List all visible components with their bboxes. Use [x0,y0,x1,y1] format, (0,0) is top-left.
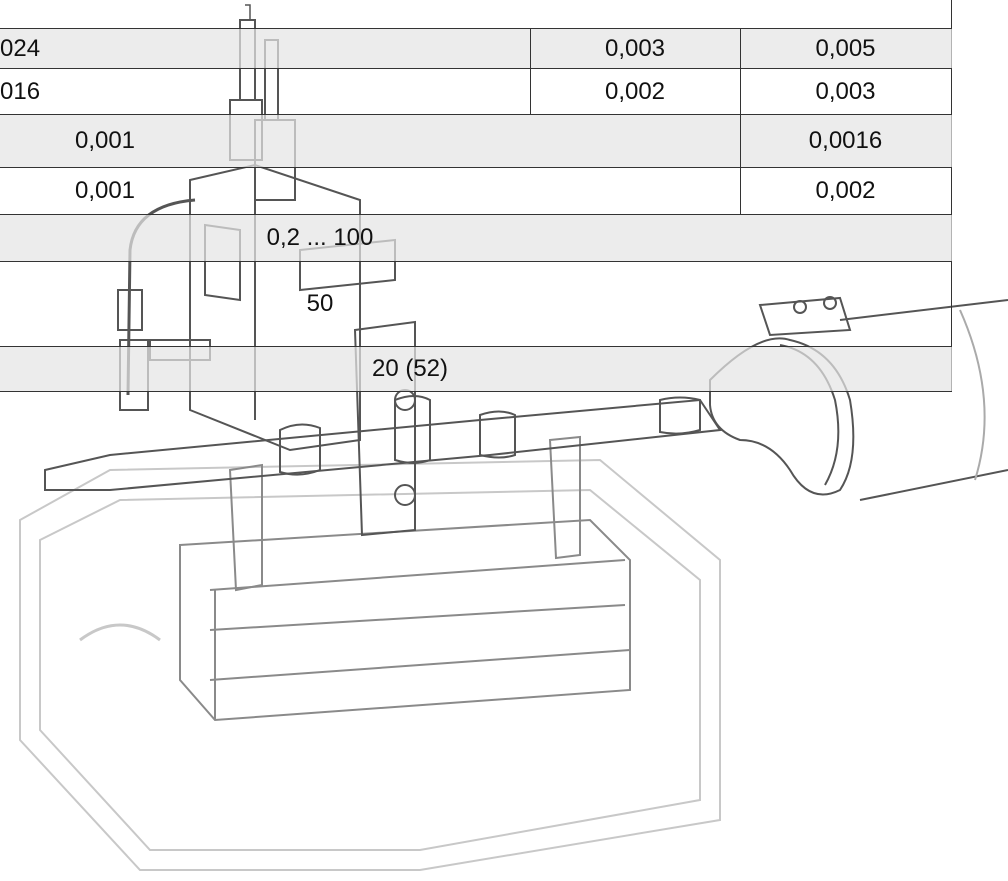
table-cell: 50 [306,290,334,317]
column-divider [740,115,741,167]
column-divider [740,69,741,114]
column-divider [740,168,741,214]
table-cell: 0,002 [815,177,876,204]
table-row: 0,001 0,002 [0,168,952,215]
table-cell: 016 [0,77,41,105]
table-row: 50 [0,262,952,347]
table-row: 024 0,003 0,005 [0,28,952,69]
table-right-border [951,0,952,392]
table-cell: 0,005 [815,34,876,62]
table-row: 0,2 ... 100 [0,215,952,262]
table-row: 016 0,002 0,003 [0,69,952,115]
table-cell: 0,2 ... 100 [266,224,374,251]
table-cell: 0,002 [604,77,666,105]
table-row: 0,001 0,0016 [0,115,952,168]
table-cell: 20 (52) [371,355,449,382]
specification-table: 024 0,003 0,005 016 0,002 0,003 0,001 0,… [0,0,952,392]
table-cell: 0,003 [604,34,666,62]
column-divider [530,29,531,68]
table-cell: 024 [0,34,41,62]
table-cell: 0,0016 [808,127,883,154]
table-cell: 0,003 [815,77,876,105]
table-cell: 0,001 [74,127,136,154]
table-cell: 0,001 [74,177,136,204]
column-divider [740,29,741,68]
table-row: 20 (52) [0,347,952,392]
column-divider [530,69,531,114]
